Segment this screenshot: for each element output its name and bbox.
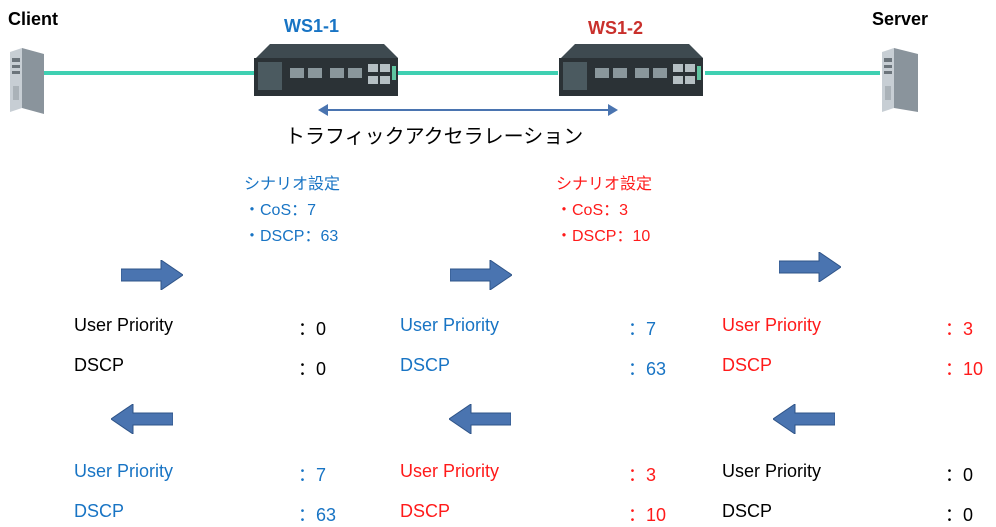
scenario-ws1: シナリオ設定 ・CoS：7 ・DSCP：63 [244,172,340,250]
switch-ws2-icon [555,42,705,103]
server-label: Server [872,9,929,29]
link-client-ws1 [44,71,254,75]
link-ws1-ws2 [398,71,558,75]
forward-arrow-right-icon [778,251,842,287]
fwd-server-dscp-value: ：10 [945,359,984,379]
rev-server-dscp-value: ：0 [945,505,974,525]
forward-arrow-right-icon [449,259,513,295]
fwd-mid-dscp-value: ：63 [628,359,667,379]
reverse-arrow-left-icon [772,403,836,439]
scenario-ws1-dscp: ・DSCP：63 [244,228,339,245]
acceleration-label: トラフィックアクセラレーション [285,126,584,148]
scenario-ws2-cos: ・CoS：3 [556,202,629,219]
scenario-ws2: シナリオ設定 ・CoS：3 ・DSCP：10 [556,172,652,250]
scenario-ws2-dscp: ・DSCP：10 [556,228,651,245]
fwd-client-dscp-label: DSCP [74,355,125,375]
rev-mid-up-value: ：3 [628,465,657,485]
reverse-arrow-left-icon [110,403,174,439]
switch-ws1-icon [250,42,400,103]
fwd-client-up-value: ：0 [298,319,327,339]
scenario-ws1-title: シナリオ設定 [244,176,341,193]
rev-server-up-label: User Priority [722,461,822,481]
fwd-client-up-label: User Priority [74,315,174,335]
rev-mid-dscp-value: ：10 [628,505,667,525]
rev-client-up-value: ：7 [298,465,327,485]
forward-arrow-right-icon [120,259,184,295]
rev-server-dscp-label: DSCP [722,501,773,521]
client-label: Client [8,9,59,29]
fwd-server-up-value: ：3 [945,319,974,339]
fwd-mid-up-label: User Priority [400,315,500,335]
rev-client-dscp-label: DSCP [74,501,125,521]
rev-client-dscp-value: ：63 [298,505,337,525]
reverse-arrow-left-icon [448,403,512,439]
rev-mid-dscp-label: DSCP [400,501,451,521]
scenario-ws1-cos: ・CoS：7 [244,202,317,219]
fwd-server-dscp-label: DSCP [722,355,773,375]
fwd-server-up-label: User Priority [722,315,822,335]
rev-server-up-value: ：0 [945,465,974,485]
ws2-label: WS1-2 [588,18,644,38]
server-pc-icon [878,46,922,121]
fwd-mid-up-value: ：7 [628,319,657,339]
ws1-label: WS1-1 [284,16,340,36]
rev-mid-up-label: User Priority [400,461,500,481]
rev-client-up-label: User Priority [74,461,174,481]
link-ws2-server [705,71,880,75]
client-pc-icon [8,46,48,121]
fwd-client-dscp-value: ：0 [298,359,327,379]
acceleration-double-arrow [318,103,618,116]
fwd-mid-dscp-label: DSCP [400,355,451,375]
scenario-ws2-title: シナリオ設定 [556,176,653,193]
